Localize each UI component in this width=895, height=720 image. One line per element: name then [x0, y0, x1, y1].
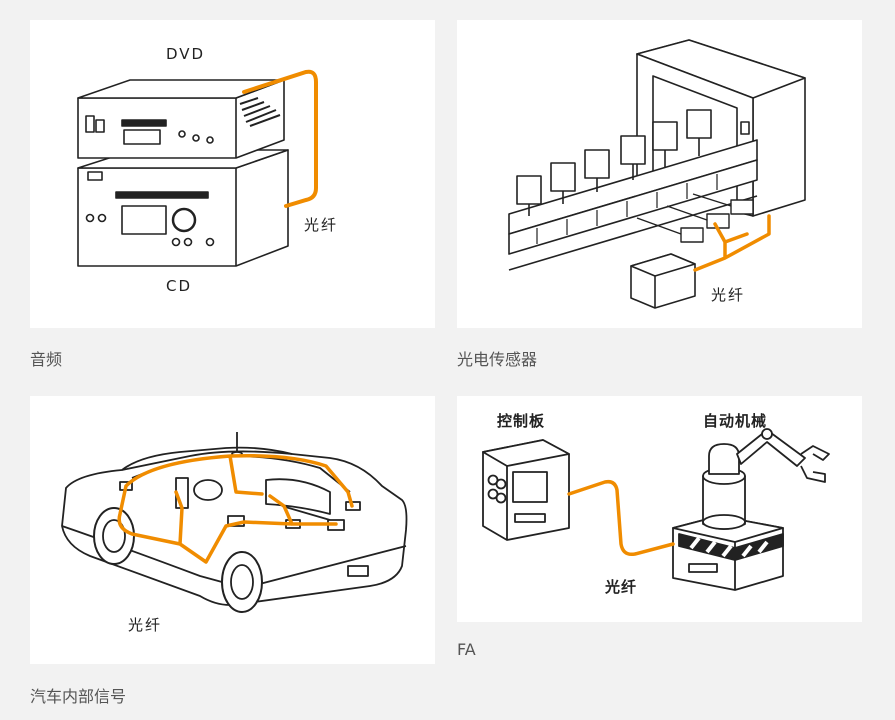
fa-panel: 控制板 自动机械 光纤 — [457, 396, 862, 622]
fiber-cable — [567, 479, 675, 557]
fa-caption: FA — [457, 640, 476, 659]
fiber-label: 光纤 — [304, 216, 339, 234]
fiber-label: 光纤 — [128, 616, 163, 634]
fiber-label: 光纤 — [711, 286, 746, 304]
audio-illustration — [77, 69, 318, 267]
control-board-label: 控制板 — [497, 412, 546, 430]
fiber-cable — [242, 69, 318, 208]
photoelectric-sensor-panel: 光纤 — [457, 20, 862, 328]
products — [516, 109, 712, 216]
hazard-stripes — [678, 533, 784, 561]
automotive-caption: 汽车内部信号 — [30, 687, 127, 706]
audio-panel: DVD CD 光纤 — [30, 20, 435, 328]
dvd-label: DVD — [166, 45, 206, 63]
sensor-caption: 光电传感器 — [457, 350, 538, 369]
fiber-cable — [693, 214, 771, 272]
sensor-heads — [636, 193, 754, 243]
car-illustration — [61, 432, 408, 613]
robot-label: 自动机械 — [703, 412, 768, 430]
cd-label: CD — [166, 277, 193, 295]
audio-caption: 音频 — [30, 350, 63, 369]
sensor-illustration — [508, 39, 806, 309]
fa-illustration — [482, 428, 830, 591]
fiber-label: 光纤 — [605, 578, 638, 596]
fiber-harness — [117, 453, 354, 564]
robot-gripper — [800, 445, 830, 483]
automotive-panel: 光纤 — [30, 396, 435, 664]
